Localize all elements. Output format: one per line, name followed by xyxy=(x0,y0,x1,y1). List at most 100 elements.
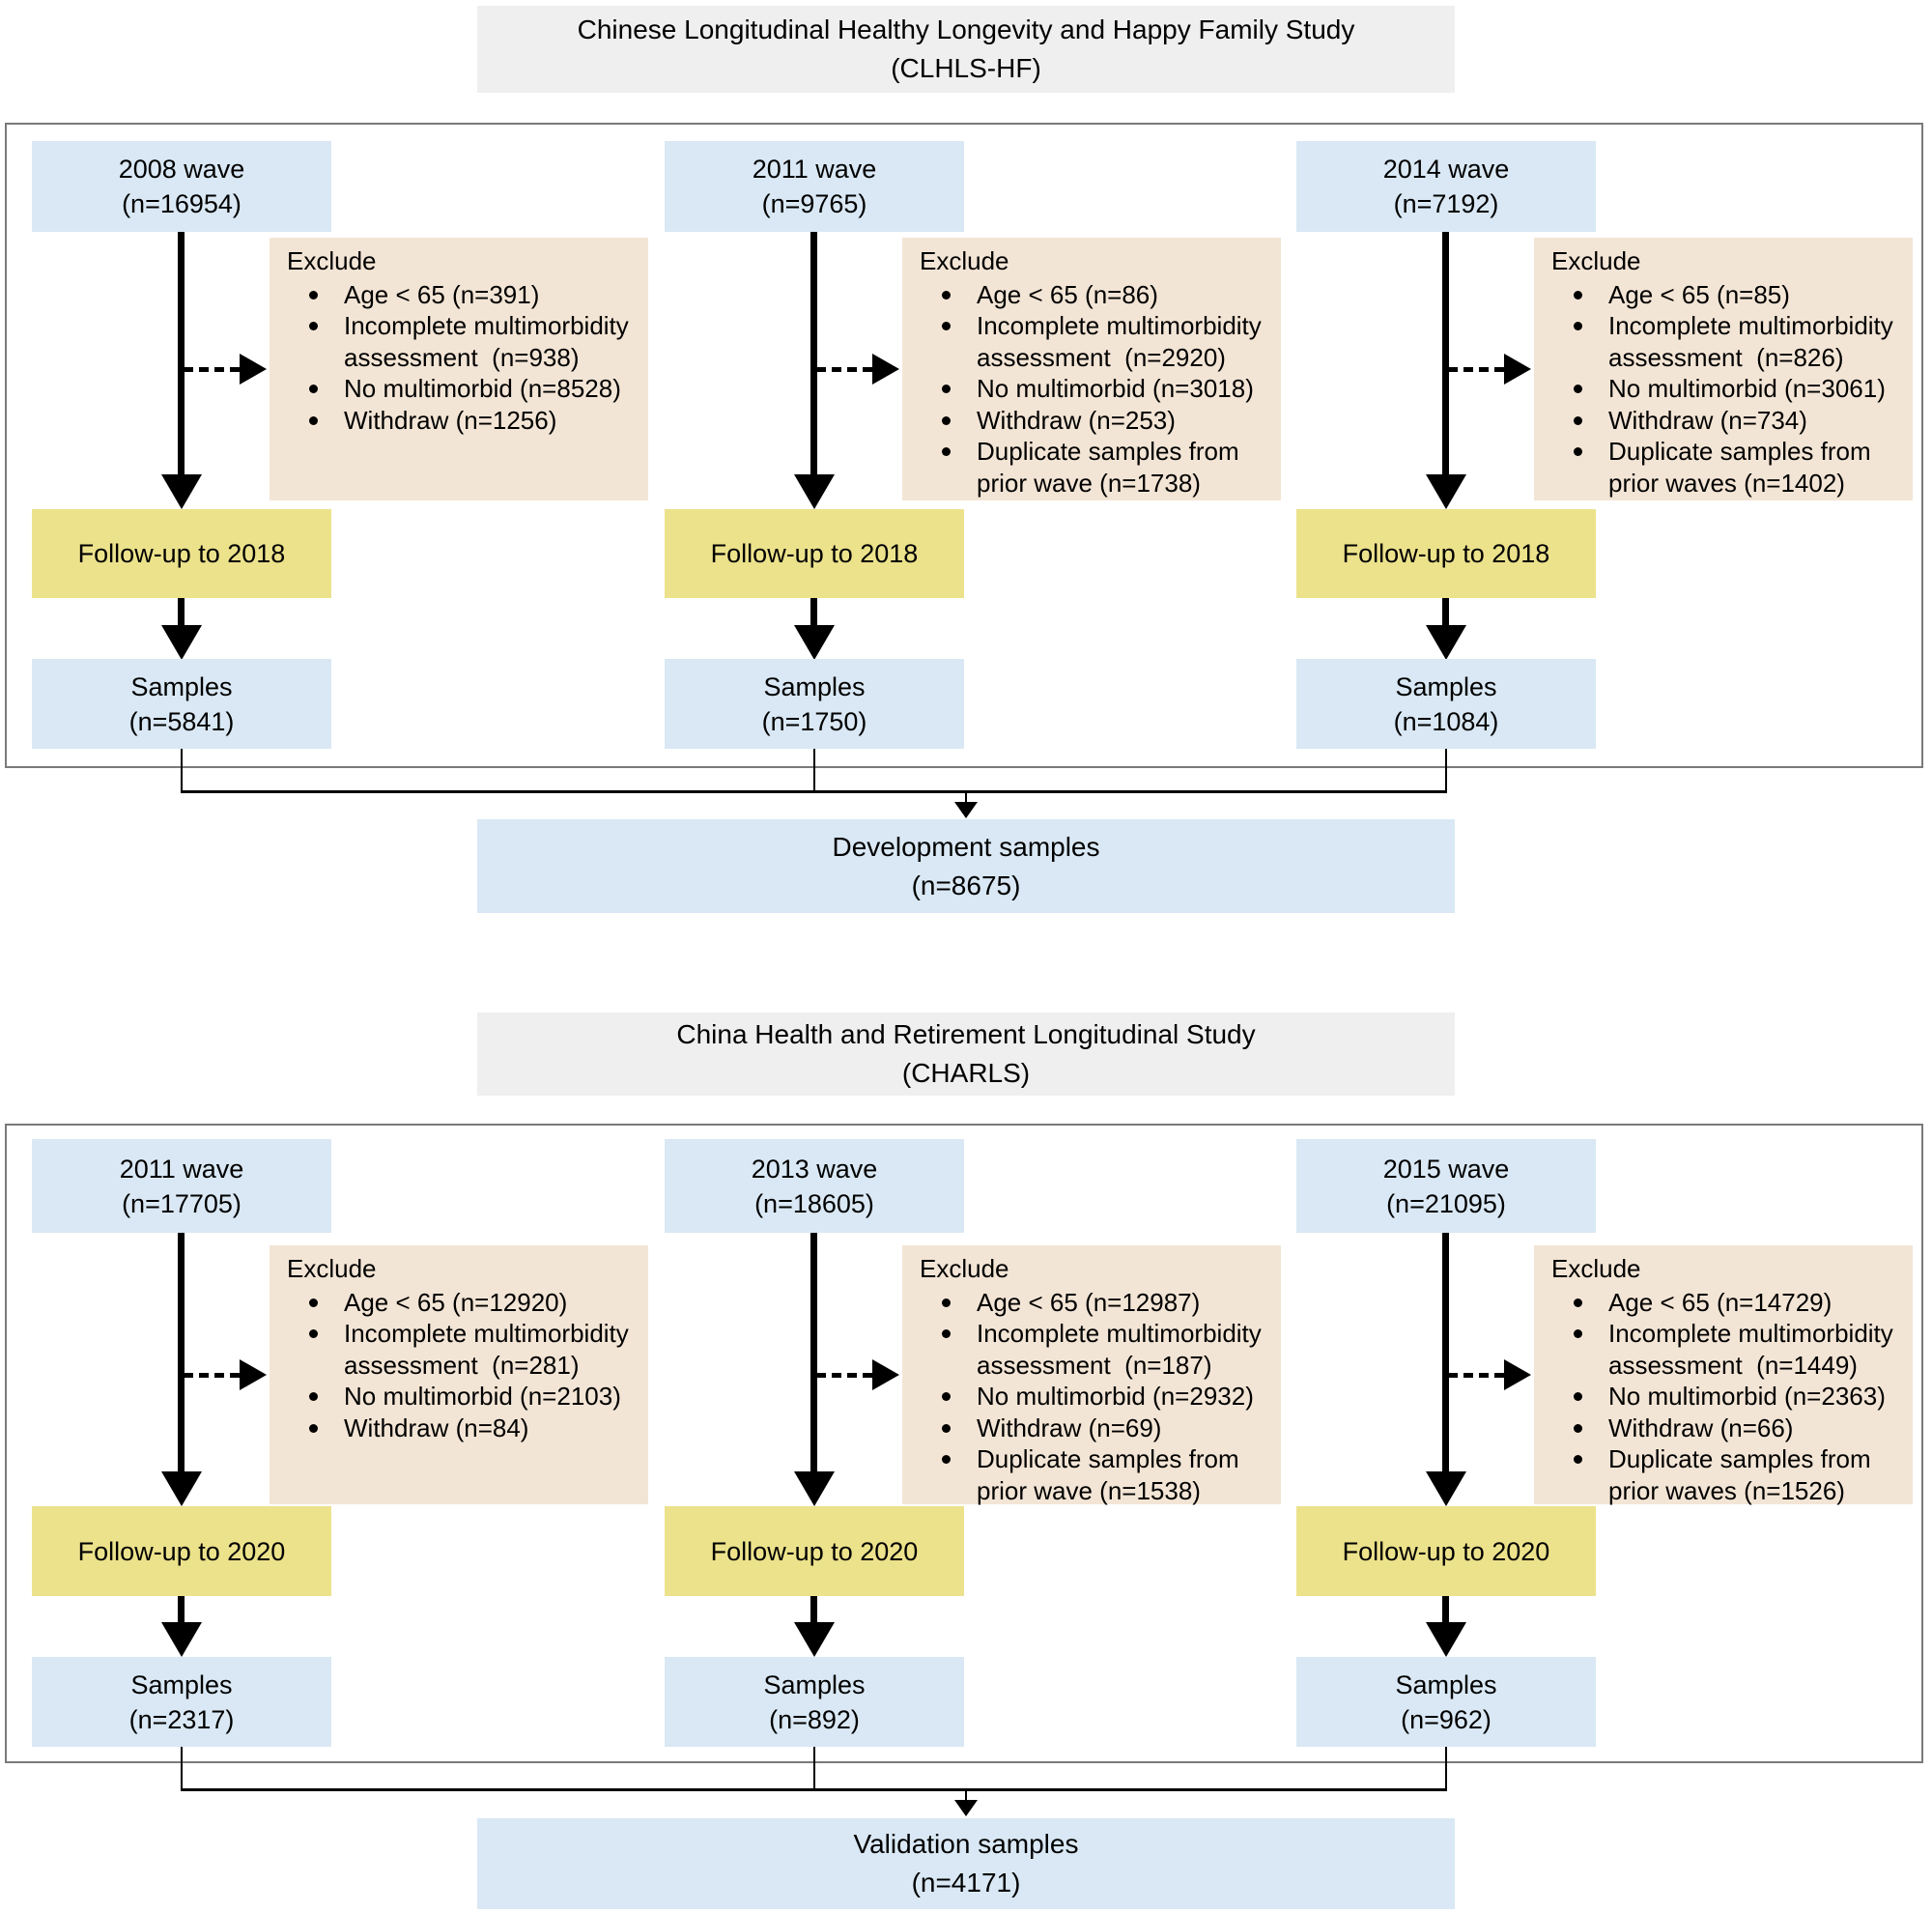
wave-label-line2: (n=18605) xyxy=(754,1188,874,1218)
samples-connector-stub xyxy=(181,749,183,792)
exclude-list: Age < 65 (n=86) Incomplete multimorbidit… xyxy=(920,279,1271,499)
exclude-item: No multimorbid (n=2363) xyxy=(1574,1381,1903,1413)
down-arrow-line xyxy=(178,598,185,625)
dashed-arrow-head xyxy=(240,1359,267,1390)
exclude-item: Incomplete multimorbidity assessment (n=… xyxy=(942,310,1271,373)
followup-label: Follow-up to 2020 xyxy=(710,1536,919,1566)
exclude-item: No multimorbid (n=2932) xyxy=(942,1381,1271,1413)
wave-label-line1: 2008 wave xyxy=(118,155,245,184)
samples-label-line2: (n=1084) xyxy=(1393,706,1499,736)
down-arrow-line xyxy=(1442,598,1449,625)
section-title-line2: (CHARLS) xyxy=(901,1058,1031,1088)
samples-label-line1: Samples xyxy=(763,1669,866,1699)
wave-label-line2: (n=7192) xyxy=(1393,189,1499,218)
dashed-arrow-head xyxy=(240,354,267,385)
result-box: Validation samples (n=4171) xyxy=(477,1818,1455,1909)
down-arrow-line xyxy=(810,1596,817,1622)
down-arrow-head xyxy=(1426,1622,1466,1657)
exclude-item: Duplicate samples from prior wave (n=153… xyxy=(942,1443,1271,1506)
exclude-item: Withdraw (n=1256) xyxy=(309,405,639,437)
dashed-arrow xyxy=(184,367,240,372)
exclude-box: Exclude Age < 65 (n=12920) Incomplete mu… xyxy=(270,1245,648,1504)
down-arrow-head xyxy=(161,625,202,660)
wave-label-line2: (n=9765) xyxy=(761,189,867,218)
followup-box: Follow-up to 2020 xyxy=(32,1506,331,1596)
samples-connector-stub xyxy=(181,1747,183,1790)
samples-label-line1: Samples xyxy=(1395,671,1497,701)
down-arrow-line xyxy=(1442,232,1449,474)
followup-label: Follow-up to 2018 xyxy=(710,539,919,568)
down-arrow-line xyxy=(810,232,817,474)
exclude-box: Exclude Age < 65 (n=14729) Incomplete mu… xyxy=(1534,1245,1913,1506)
exclude-item: Duplicate samples from prior waves (n=15… xyxy=(1574,1443,1903,1506)
exclude-item: Incomplete multimorbidity assessment (n=… xyxy=(309,310,639,373)
dashed-arrow-head xyxy=(1504,1359,1531,1390)
samples-label-line2: (n=1750) xyxy=(761,706,867,736)
down-arrow-line xyxy=(178,1233,185,1471)
down-arrow-head xyxy=(794,474,835,509)
dashed-arrow xyxy=(816,367,872,372)
exclude-item: Incomplete multimorbidity assessment (n=… xyxy=(309,1318,639,1381)
dashed-arrow-head xyxy=(872,354,899,385)
exclude-item: Incomplete multimorbidity assessment (n=… xyxy=(1574,1318,1903,1381)
followup-box: Follow-up to 2018 xyxy=(1296,509,1596,598)
dashed-arrow xyxy=(1448,367,1504,372)
samples-label-line2: (n=892) xyxy=(769,1704,860,1734)
wave-label-line2: (n=21095) xyxy=(1386,1188,1506,1218)
dashed-arrow xyxy=(816,1373,872,1378)
exclude-box: Exclude Age < 65 (n=391) Incomplete mult… xyxy=(270,238,648,500)
dashed-arrow xyxy=(184,1373,240,1378)
exclude-box: Exclude Age < 65 (n=12987) Incomplete mu… xyxy=(902,1245,1281,1507)
section-title-line1: China Health and Retirement Longitudinal… xyxy=(676,1019,1256,1049)
merge-line xyxy=(181,1788,1447,1791)
wave-box: 2011 wave (n=9765) xyxy=(665,141,964,232)
exclude-item: Age < 65 (n=85) xyxy=(1574,279,1903,311)
samples-label-line2: (n=2317) xyxy=(128,1704,235,1734)
samples-connector-stub xyxy=(1445,1747,1447,1790)
samples-connector-stub xyxy=(813,1747,815,1790)
wave-box: 2011 wave (n=17705) xyxy=(32,1139,331,1233)
wave-label-line1: 2014 wave xyxy=(1382,155,1510,184)
section-title-line2: (CLHLS-HF) xyxy=(891,53,1041,83)
down-arrow-head xyxy=(1426,625,1466,660)
samples-box: Samples (n=2317) xyxy=(32,1657,331,1747)
exclude-list: Age < 65 (n=12987) Incomplete multimorbi… xyxy=(920,1287,1271,1507)
exclude-item: Withdraw (n=84) xyxy=(309,1413,639,1444)
samples-connector-stub xyxy=(813,749,815,792)
exclude-item: Age < 65 (n=12987) xyxy=(942,1287,1271,1319)
down-arrow-head xyxy=(794,1622,835,1657)
panel-border xyxy=(5,123,1923,768)
exclude-item: Age < 65 (n=86) xyxy=(942,279,1271,311)
exclude-title: Exclude xyxy=(1551,246,1641,275)
followup-label: Follow-up to 2018 xyxy=(77,539,286,568)
result-label-line2: (n=4171) xyxy=(911,1868,1021,1898)
exclude-item: No multimorbid (n=2103) xyxy=(309,1381,639,1413)
exclude-box: Exclude Age < 65 (n=86) Incomplete multi… xyxy=(902,238,1281,500)
down-arrow-head xyxy=(161,1622,202,1657)
section-title-band: China Health and Retirement Longitudinal… xyxy=(477,1013,1455,1096)
samples-label-line1: Samples xyxy=(763,671,866,701)
wave-box: 2008 wave (n=16954) xyxy=(32,141,331,232)
followup-label: Follow-up to 2020 xyxy=(77,1536,286,1566)
exclude-item: Withdraw (n=734) xyxy=(1574,405,1903,437)
down-arrow-head xyxy=(794,625,835,660)
merge-arrow-head xyxy=(954,802,978,818)
exclude-title: Exclude xyxy=(920,1254,1009,1283)
followup-box: Follow-up to 2020 xyxy=(1296,1506,1596,1596)
exclude-item: No multimorbid (n=3018) xyxy=(942,373,1271,405)
exclude-list: Age < 65 (n=85) Incomplete multimorbidit… xyxy=(1551,279,1903,499)
exclude-title: Exclude xyxy=(1551,1254,1641,1283)
down-arrow-line xyxy=(810,1233,817,1471)
result-box: Development samples (n=8675) xyxy=(477,819,1455,913)
exclude-title: Exclude xyxy=(920,246,1009,275)
wave-box: 2014 wave (n=7192) xyxy=(1296,141,1596,232)
followup-label: Follow-up to 2018 xyxy=(1342,539,1550,568)
followup-box: Follow-up to 2018 xyxy=(665,509,964,598)
samples-connector-stub xyxy=(1445,749,1447,792)
merge-arrow-line xyxy=(965,793,967,804)
result-label-line2: (n=8675) xyxy=(911,870,1021,900)
merge-arrow-head xyxy=(954,1800,978,1816)
followup-label: Follow-up to 2020 xyxy=(1342,1536,1550,1566)
samples-label-line2: (n=5841) xyxy=(128,706,235,736)
